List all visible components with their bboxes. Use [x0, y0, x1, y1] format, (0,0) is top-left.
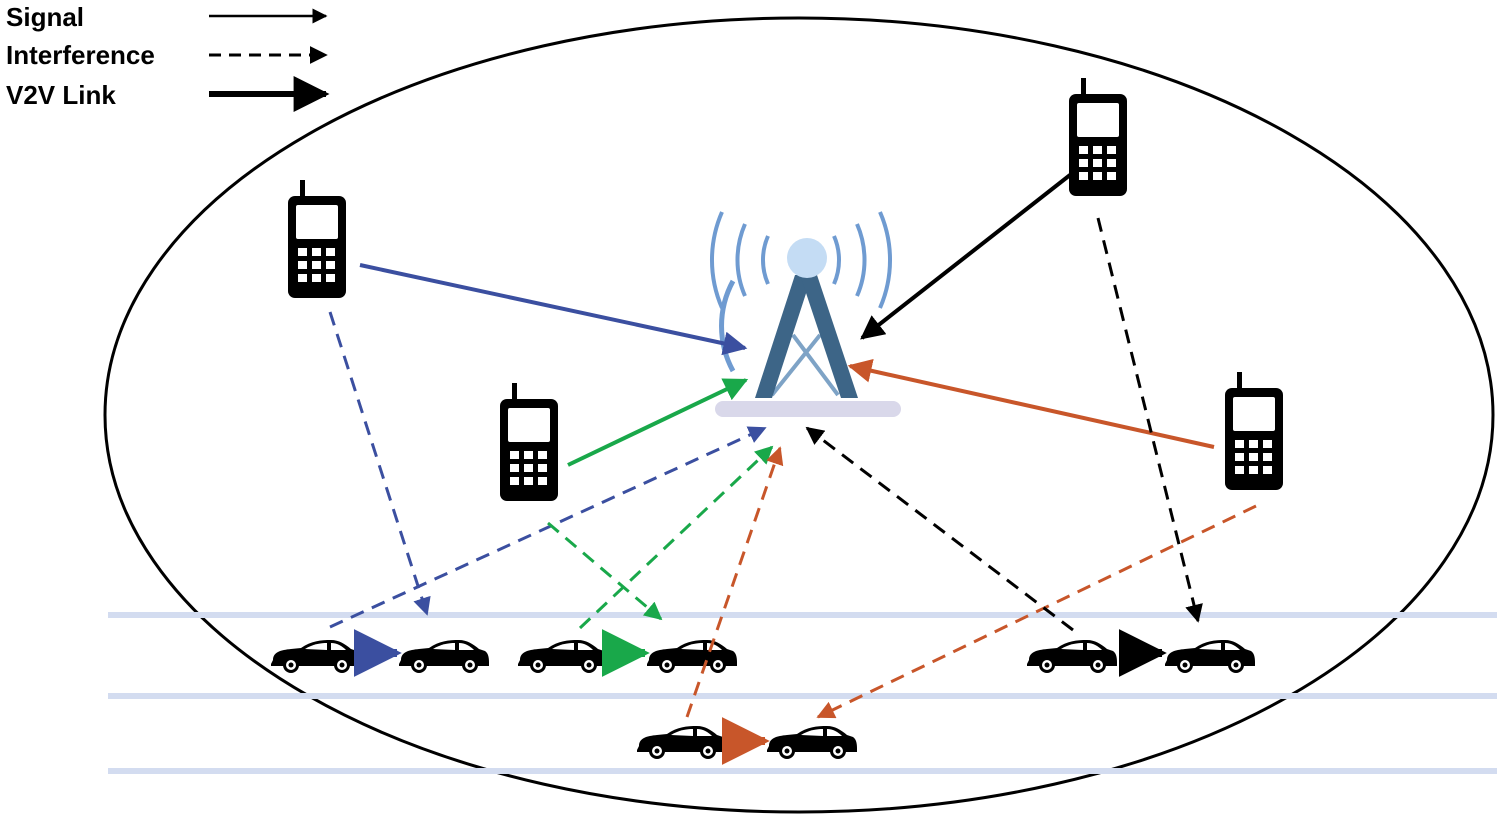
car-black-transmitter-icon — [1027, 640, 1117, 673]
car-orange-transmitter-icon — [637, 726, 727, 759]
interference-orange-car-to-bs — [685, 446, 784, 718]
phone-middle-left-icon — [500, 383, 558, 501]
interference-green-phone-to-car — [547, 521, 663, 621]
phone-top-right-icon — [1069, 78, 1127, 196]
interference-green-car-to-bs — [578, 445, 774, 630]
car-green-receiver-icon — [647, 640, 737, 673]
legend-interference-label: Interference — [6, 40, 155, 70]
car-blue-receiver-icon — [399, 640, 489, 673]
signal-orange — [847, 358, 1215, 449]
car-black-receiver-icon — [1165, 640, 1255, 673]
legend-signal-label: Signal — [6, 2, 85, 32]
car-blue-transmitter-icon — [271, 640, 361, 673]
car-orange-receiver-icon — [767, 726, 857, 759]
cell-tower-icon — [710, 211, 901, 417]
interference-black-car-to-bs — [805, 426, 1074, 632]
coverage-ellipse — [103, 16, 1495, 814]
signal-black — [860, 173, 1072, 340]
signal-green — [567, 378, 749, 467]
car-green-transmitter-icon — [518, 640, 608, 673]
phone-top-left-icon — [288, 180, 346, 298]
interference-black-phone-to-car — [1096, 217, 1203, 623]
interference-blue-phone-to-car — [328, 311, 431, 616]
legend-v2v-label: V2V Link — [6, 80, 116, 110]
signal-blue — [359, 263, 748, 356]
interference-orange-phone-to-car — [816, 504, 1257, 719]
interference-blue-car-to-bs — [329, 426, 767, 629]
phone-right-icon — [1225, 372, 1283, 490]
